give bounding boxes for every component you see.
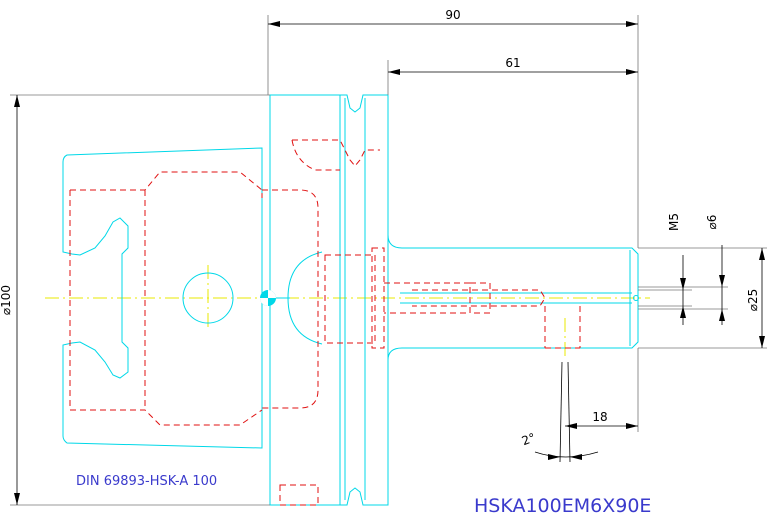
dim-bore-diameter: ⌀6 (705, 215, 719, 230)
dim-overall-length: 90 (445, 8, 460, 22)
shank-outline (387, 95, 639, 505)
centerlines (45, 265, 650, 360)
standard-label: DIN 69893-HSK-A 100 (76, 474, 217, 489)
dim-bore-depth: 18 (592, 410, 607, 424)
dimension-lines (10, 15, 767, 506)
taper-outline (62, 147, 263, 449)
dim-taper-angle: 2° (520, 430, 538, 448)
flange-outline (269, 94, 389, 506)
hidden-lines (69, 139, 581, 506)
part-number-label: HSKA100EM6X90E (474, 495, 651, 517)
dim-flange-diameter: ⌀100 (0, 285, 13, 315)
dim-thread: M5 (667, 213, 681, 231)
dim-shank-diameter: ⌀25 (746, 289, 760, 312)
dim-shank-length: 61 (505, 56, 520, 70)
center-marker (260, 290, 276, 306)
